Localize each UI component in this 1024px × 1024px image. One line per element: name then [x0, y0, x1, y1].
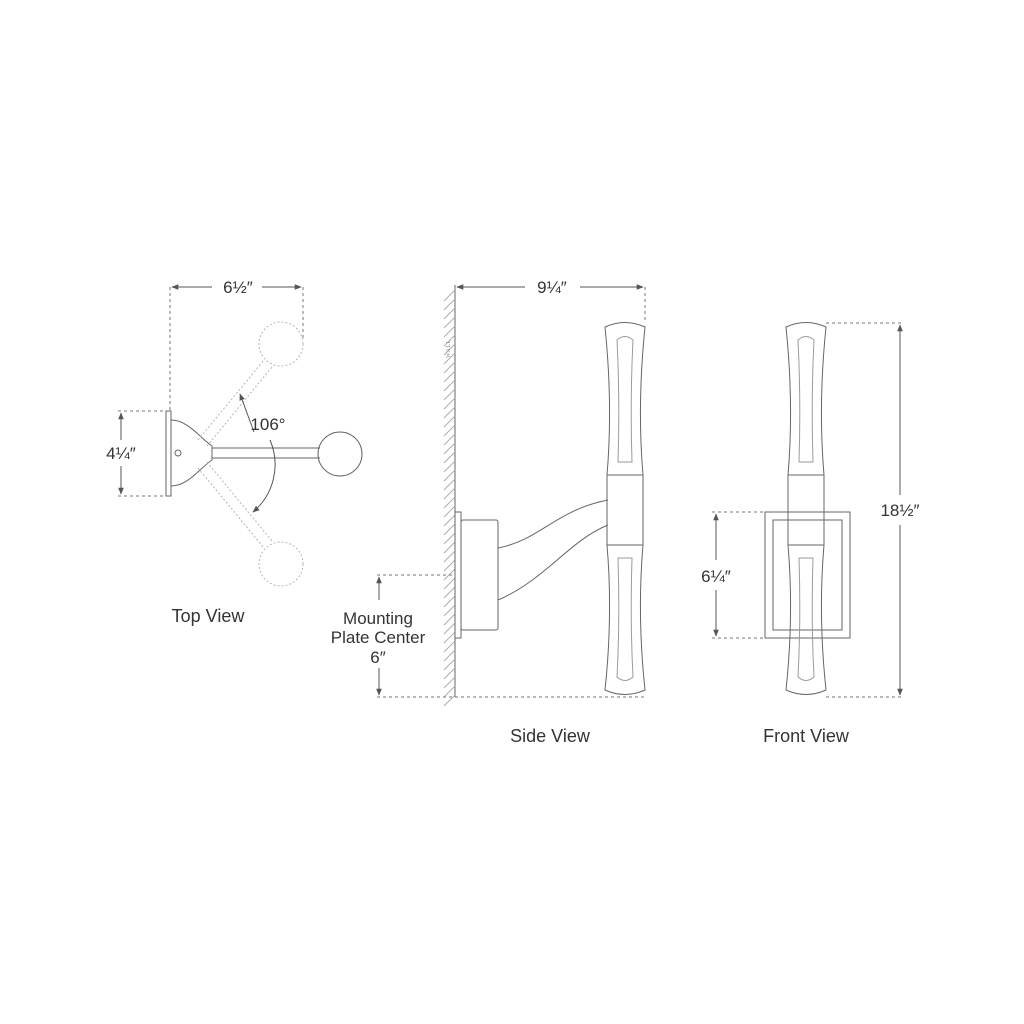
wall-hatch-line [443, 550, 456, 563]
side-wall-label: WALL [446, 339, 452, 358]
wall-hatch-line [443, 595, 456, 608]
wall-hatch-line [443, 343, 456, 356]
wall-hatch-line [443, 514, 456, 527]
side-shade-upper-inner [616, 336, 634, 463]
wall-hatch-line [443, 658, 456, 671]
wall-hatch-line [443, 667, 456, 680]
top-globe-center [317, 431, 363, 477]
wall-hatch-line [443, 559, 456, 572]
wall-hatch-line [443, 604, 456, 617]
top-angle-arc-lower [252, 439, 276, 513]
front-plate-label: 6¼″ [701, 567, 731, 586]
top-ghost-arm-upper-b [206, 366, 273, 447]
wall-hatch-line [443, 370, 456, 383]
wall-hatch-line [443, 289, 456, 302]
top-backplate [165, 410, 172, 497]
top-ghost-globe-upper [258, 321, 304, 367]
wall-hatch-line [443, 685, 456, 698]
wall-hatch-line [443, 649, 456, 662]
front-shade-upper-inner [797, 336, 815, 463]
side-mount-value: 6″ [370, 648, 385, 667]
side-shade-lower-inner [616, 557, 634, 681]
side-arm-lower-edge [497, 524, 609, 601]
wall-hatch-line [443, 694, 456, 707]
wall-hatch-line [443, 424, 456, 437]
wall-hatch-line [443, 352, 456, 365]
top-view-caption: Top View [172, 606, 246, 626]
wall-hatch-line [443, 325, 456, 338]
side-view: WALL 9¼″ Mounting Plate Center 6″ Side V… [331, 278, 646, 746]
front-canopy [772, 519, 843, 631]
top-angle-label: 106° [250, 415, 285, 434]
side-shade-upper [604, 322, 646, 476]
wall-hatch-line [443, 676, 456, 689]
wall-hatch-line [443, 298, 456, 311]
wall-hatch-line [443, 334, 456, 347]
top-canopy [170, 419, 213, 487]
wall-hatch-line [443, 415, 456, 428]
side-arm-upper-edge [497, 499, 609, 549]
side-mount-label-line1: Mounting [343, 609, 413, 628]
wall-hatch-line [443, 532, 456, 545]
side-center-body [606, 474, 644, 546]
wall-hatch-line [443, 505, 456, 518]
wall-hatch-line [443, 586, 456, 599]
wall-hatch-line [443, 307, 456, 320]
front-height-label: 18½″ [880, 501, 919, 520]
side-wall: WALL [443, 285, 456, 707]
side-shade-lower [604, 544, 646, 695]
wall-hatch-line [443, 379, 456, 392]
wall-hatch-line [443, 640, 456, 653]
wall-hatch-line [443, 487, 456, 500]
top-width-label: 6½″ [223, 278, 253, 297]
wall-hatch-line [443, 316, 456, 329]
side-canopy [460, 519, 499, 631]
wall-hatch-line [443, 631, 456, 644]
front-view: 18½″ 6¼″ Front View [701, 322, 920, 746]
wall-hatch-line [443, 622, 456, 635]
side-backplate [454, 511, 462, 639]
front-shade-lower-inner [797, 557, 815, 681]
top-view: 6½″ 4¼″ 106° Top View [106, 278, 363, 626]
wall-hatch-line [443, 361, 456, 374]
wall-hatch-line [443, 442, 456, 455]
wall-hatch-line [443, 469, 456, 482]
side-projection-label: 9¼″ [537, 278, 567, 297]
wall-hatch-line [443, 406, 456, 419]
wall-hatch-line [443, 433, 456, 446]
wall-hatch-line [443, 478, 456, 491]
top-ghost-globe-lower [258, 541, 304, 587]
wall-hatch-line [443, 613, 456, 626]
top-ghost-arm-lower-a [197, 467, 265, 549]
wall-hatch-line [443, 541, 456, 554]
side-mount-label-line2: Plate Center [331, 628, 426, 647]
front-shade-lower [785, 544, 827, 695]
wall-hatch-line [443, 460, 456, 473]
top-mount-screw-icon [174, 449, 182, 457]
wall-hatch-line [443, 496, 456, 509]
side-view-caption: Side View [510, 726, 591, 746]
wall-hatch-line [443, 577, 456, 590]
top-angle-arc-upper [239, 393, 255, 433]
front-backplate [764, 511, 851, 639]
wall-hatch-line [443, 523, 456, 536]
top-ghost-arm-upper-a [197, 359, 265, 441]
top-depth-label: 4¼″ [106, 444, 136, 463]
front-center-body [787, 474, 825, 546]
front-view-caption: Front View [763, 726, 850, 746]
top-ghost-arm-lower-b [206, 461, 273, 542]
front-shade-upper [785, 322, 827, 476]
wall-hatch-line [443, 397, 456, 410]
wall-hatch-line [443, 388, 456, 401]
wall-hatch-line [443, 451, 456, 464]
